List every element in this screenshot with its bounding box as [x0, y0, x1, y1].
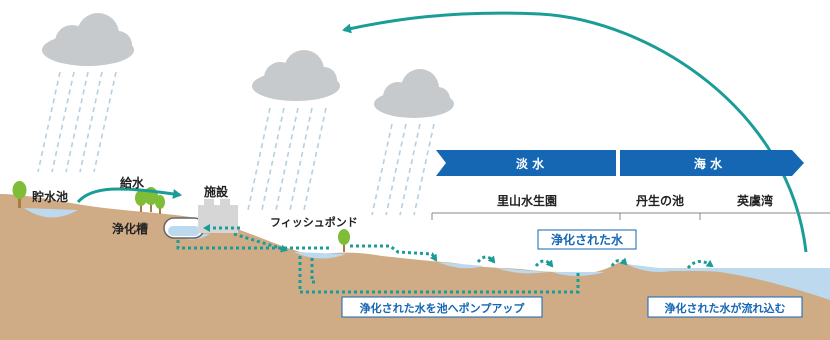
label-fish-pond: フィッシュポンド — [270, 215, 358, 229]
rain-cloud-1 — [37, 13, 134, 173]
tree-reservoir — [12, 181, 27, 208]
tree-fishpond — [338, 229, 350, 252]
ponds — [24, 208, 676, 276]
rain-cloud-3 — [371, 69, 454, 216]
label-purified-water: 浄化された水 — [551, 232, 624, 247]
freshwater-banner — [436, 150, 616, 176]
label-nyu-pond: 丹生の池 — [636, 193, 684, 208]
label-satoyama-garden: 里山水生園 — [497, 193, 557, 208]
evaporation-return-arrow — [342, 11, 808, 253]
ground — [0, 194, 830, 340]
flows-in-box — [647, 296, 803, 318]
pump-up-box — [341, 296, 543, 318]
label-seawater: 海 水 — [694, 156, 723, 171]
label-water-supply: 給水 — [120, 175, 145, 190]
water-supply-arrow — [76, 187, 182, 204]
label-freshwater: 淡 水 — [516, 156, 545, 171]
purified-water-box — [537, 229, 637, 250]
label-septic-tank: 浄化槽 — [112, 221, 148, 236]
rain-cloud-2 — [247, 50, 340, 211]
flow-dotted-lines — [176, 224, 714, 294]
zone-bracket — [431, 212, 830, 220]
seawater-banner — [620, 150, 804, 176]
label-reservoir: 貯水池 — [32, 189, 68, 204]
label-ago-bay: 英虞湾 — [737, 193, 773, 208]
label-facility: 施設 — [204, 184, 229, 199]
label-pump-up: 浄化された水を池へポンプアップ — [360, 301, 526, 315]
label-flows-in: 浄化された水が流れ込む — [665, 301, 786, 315]
